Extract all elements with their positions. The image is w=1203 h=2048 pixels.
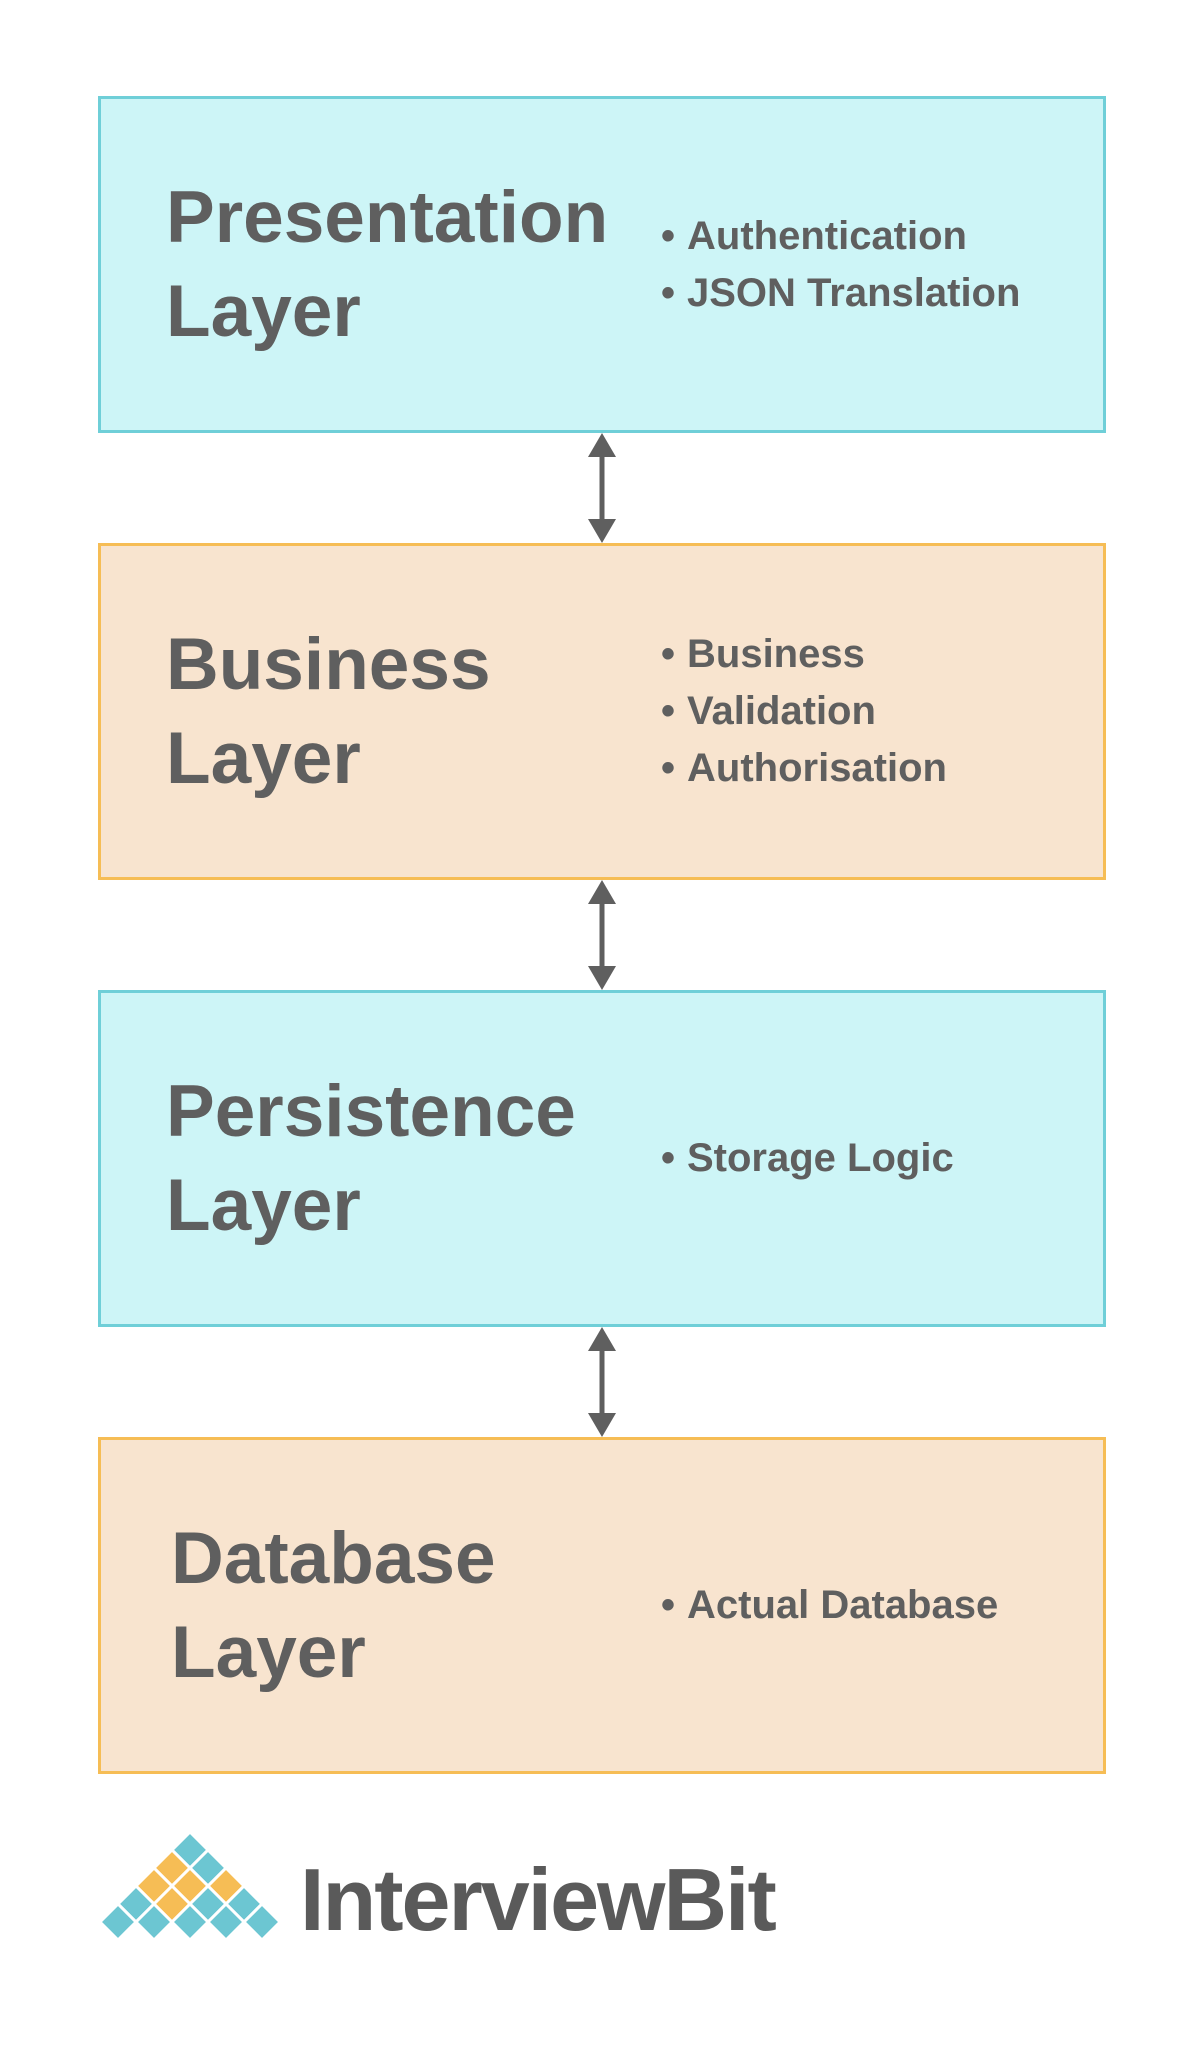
layer-title-line: Presentation [166, 176, 609, 258]
database-layer-box: Database Layer Actual Database [98, 1437, 1106, 1774]
layer-responsibilities-list: Storage Logic [661, 993, 954, 1324]
layer-title-line: Business [166, 623, 491, 705]
list-item: Storage Logic [661, 1130, 954, 1187]
layer-title: Business Layer [166, 546, 491, 877]
layer-responsibilities-list: Actual Database [661, 1440, 998, 1771]
layer-title-line: Layer [166, 1164, 361, 1246]
layer-title: Presentation Layer [166, 99, 608, 430]
presentation-layer-box: Presentation Layer Authentication JSON T… [98, 96, 1106, 433]
list-item: Business [661, 626, 947, 683]
persistence-layer-box: Persistence Layer Storage Logic [98, 990, 1106, 1327]
layer-responsibilities-list: Authentication JSON Translation [661, 99, 1020, 430]
layer-title-line: Layer [166, 717, 361, 799]
business-layer-box: Business Layer Business Validation Autho… [98, 543, 1106, 880]
layer-title-line: Layer [171, 1611, 366, 1693]
bidirectional-arrow-icon [588, 1327, 616, 1437]
interviewbit-diamond-logo-icon [97, 1830, 283, 1943]
list-item: Validation [661, 683, 947, 740]
bidirectional-arrow-icon [588, 880, 616, 990]
layer-responsibilities-list: Business Validation Authorisation [661, 546, 947, 877]
list-item: JSON Translation [661, 265, 1020, 322]
list-item: Authorisation [661, 740, 947, 797]
logo-wordmark: InterviewBit [300, 1850, 777, 1949]
layer-title-line: Persistence [166, 1070, 576, 1152]
bidirectional-arrow-icon [588, 433, 616, 543]
list-item: Authentication [661, 208, 1020, 265]
layer-title-line: Layer [166, 270, 361, 352]
layer-title: Database Layer [171, 1440, 496, 1771]
layer-title: Persistence Layer [166, 993, 576, 1324]
list-item: Actual Database [661, 1577, 998, 1634]
interviewbit-logo: InterviewBit [95, 1830, 795, 1960]
layer-title-line: Database [171, 1517, 496, 1599]
